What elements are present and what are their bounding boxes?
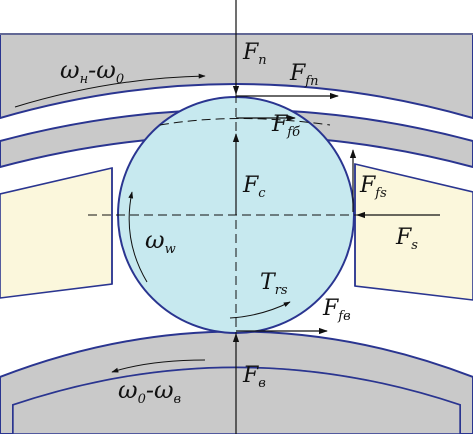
torque-arrow-trs — [229, 301, 291, 319]
cage-left — [0, 166, 113, 299]
label-ball-speed: ωw — [145, 226, 176, 257]
outer-speed-arrow — [14, 73, 206, 108]
label-ffn: Ffп — [289, 61, 318, 89]
ball-spin-arrow — [128, 191, 148, 283]
inner-speed-arrow — [111, 359, 206, 373]
label-fs: Fs — [395, 225, 418, 253]
label-inner-speed: ω0-ωв — [118, 376, 181, 407]
label-ffb-top: Ffб — [271, 112, 300, 140]
label-ffs: Ffs — [359, 173, 387, 201]
label-outer-speed: ωн-ω0 — [60, 56, 124, 87]
label-ffb-bottom: Ffв — [322, 296, 351, 324]
top-dashed-arc — [159, 118, 331, 126]
outer-race-lip — [0, 108, 473, 169]
label-fb: Fв — [242, 363, 266, 391]
label-trs: Trs — [260, 270, 288, 298]
label-fn: Fп — [242, 40, 267, 68]
label-fc: Fc — [242, 173, 266, 201]
